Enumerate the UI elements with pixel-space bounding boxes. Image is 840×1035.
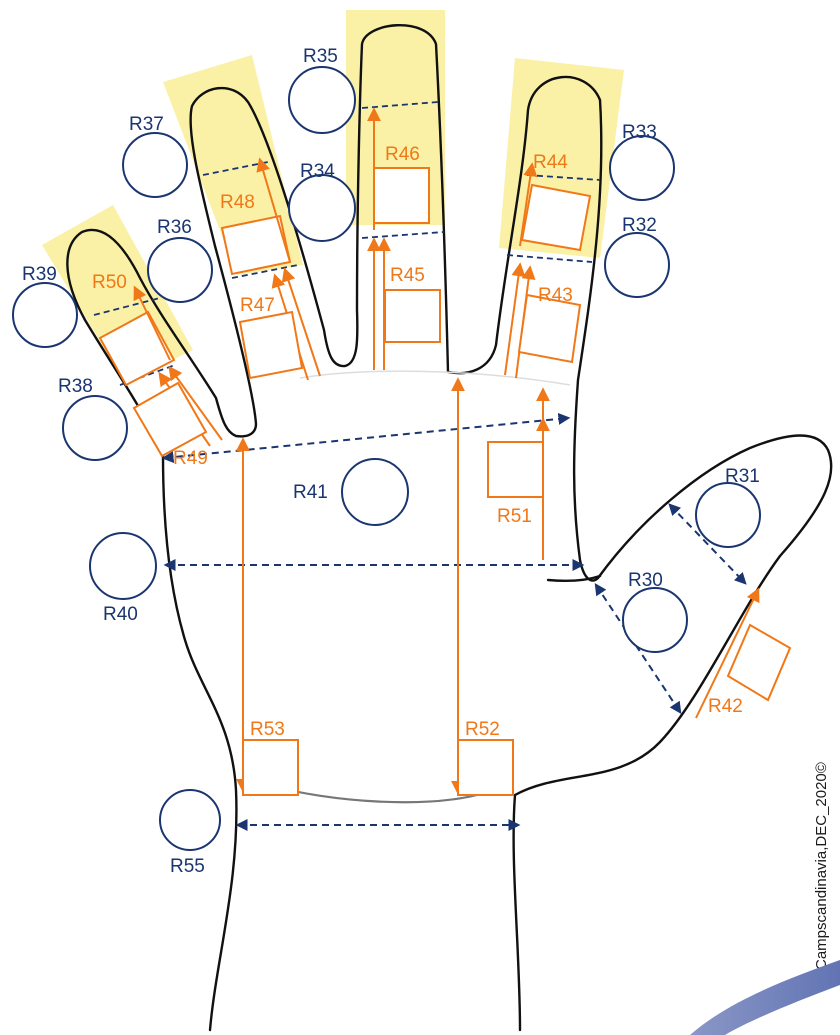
label-R40: R40: [103, 604, 138, 625]
circle-R41: [342, 459, 408, 525]
length-ruler-R49: [134, 368, 222, 456]
circle-R34: [289, 175, 355, 241]
label-R30: R30: [628, 570, 663, 591]
label-R44: R44: [533, 152, 568, 173]
label-R32: R32: [622, 215, 657, 236]
label-R50: R50: [92, 272, 127, 293]
label-R34: R34: [300, 161, 335, 182]
circle-R36: [148, 238, 212, 302]
label-R46: R46: [385, 144, 420, 165]
label-R33: R33: [622, 122, 657, 143]
circle-R37: [123, 133, 187, 197]
circle-R31: [696, 483, 760, 547]
label-R42: R42: [708, 696, 743, 717]
label-R36: R36: [157, 217, 192, 238]
circle-R55: [160, 790, 220, 850]
label-R47: R47: [240, 295, 275, 316]
label-R55: R55: [170, 856, 205, 877]
length-ruler-R53: [243, 440, 298, 795]
label-R51: R51: [497, 506, 532, 527]
middle-joint-line: [362, 232, 444, 238]
label-R48: R48: [220, 192, 255, 213]
label-R45: R45: [390, 265, 425, 286]
circle-R30: [623, 588, 687, 652]
circle-R32: [605, 233, 669, 297]
label-R43: R43: [538, 285, 573, 306]
label-R37: R37: [129, 114, 164, 135]
copyright-credit: Campscandinavia,DEC_2020©: [813, 762, 830, 970]
circle-R39: [13, 283, 77, 347]
circle-R40: [90, 533, 156, 599]
label-R39: R39: [22, 264, 57, 285]
label-R49: R49: [173, 448, 208, 469]
label-R52: R52: [465, 719, 500, 740]
finger-base-line: [300, 371, 570, 385]
label-R41: R41: [293, 482, 328, 503]
circle-R33: [610, 136, 674, 200]
label-R31: R31: [725, 466, 760, 487]
circle-R38: [63, 396, 127, 460]
length-ruler-R47: [240, 270, 320, 380]
index-joint-line: [507, 255, 592, 262]
length-ruler-R45: [374, 240, 440, 370]
decorative-swoosh: [690, 960, 840, 1035]
wrist-crease: [268, 785, 488, 802]
label-R53: R53: [250, 719, 285, 740]
length-ruler-R51: [488, 390, 543, 560]
circle-R35: [289, 67, 355, 133]
label-R35: R35: [303, 46, 338, 67]
length-ruler-R43: [505, 265, 580, 378]
label-R38: R38: [58, 376, 93, 397]
